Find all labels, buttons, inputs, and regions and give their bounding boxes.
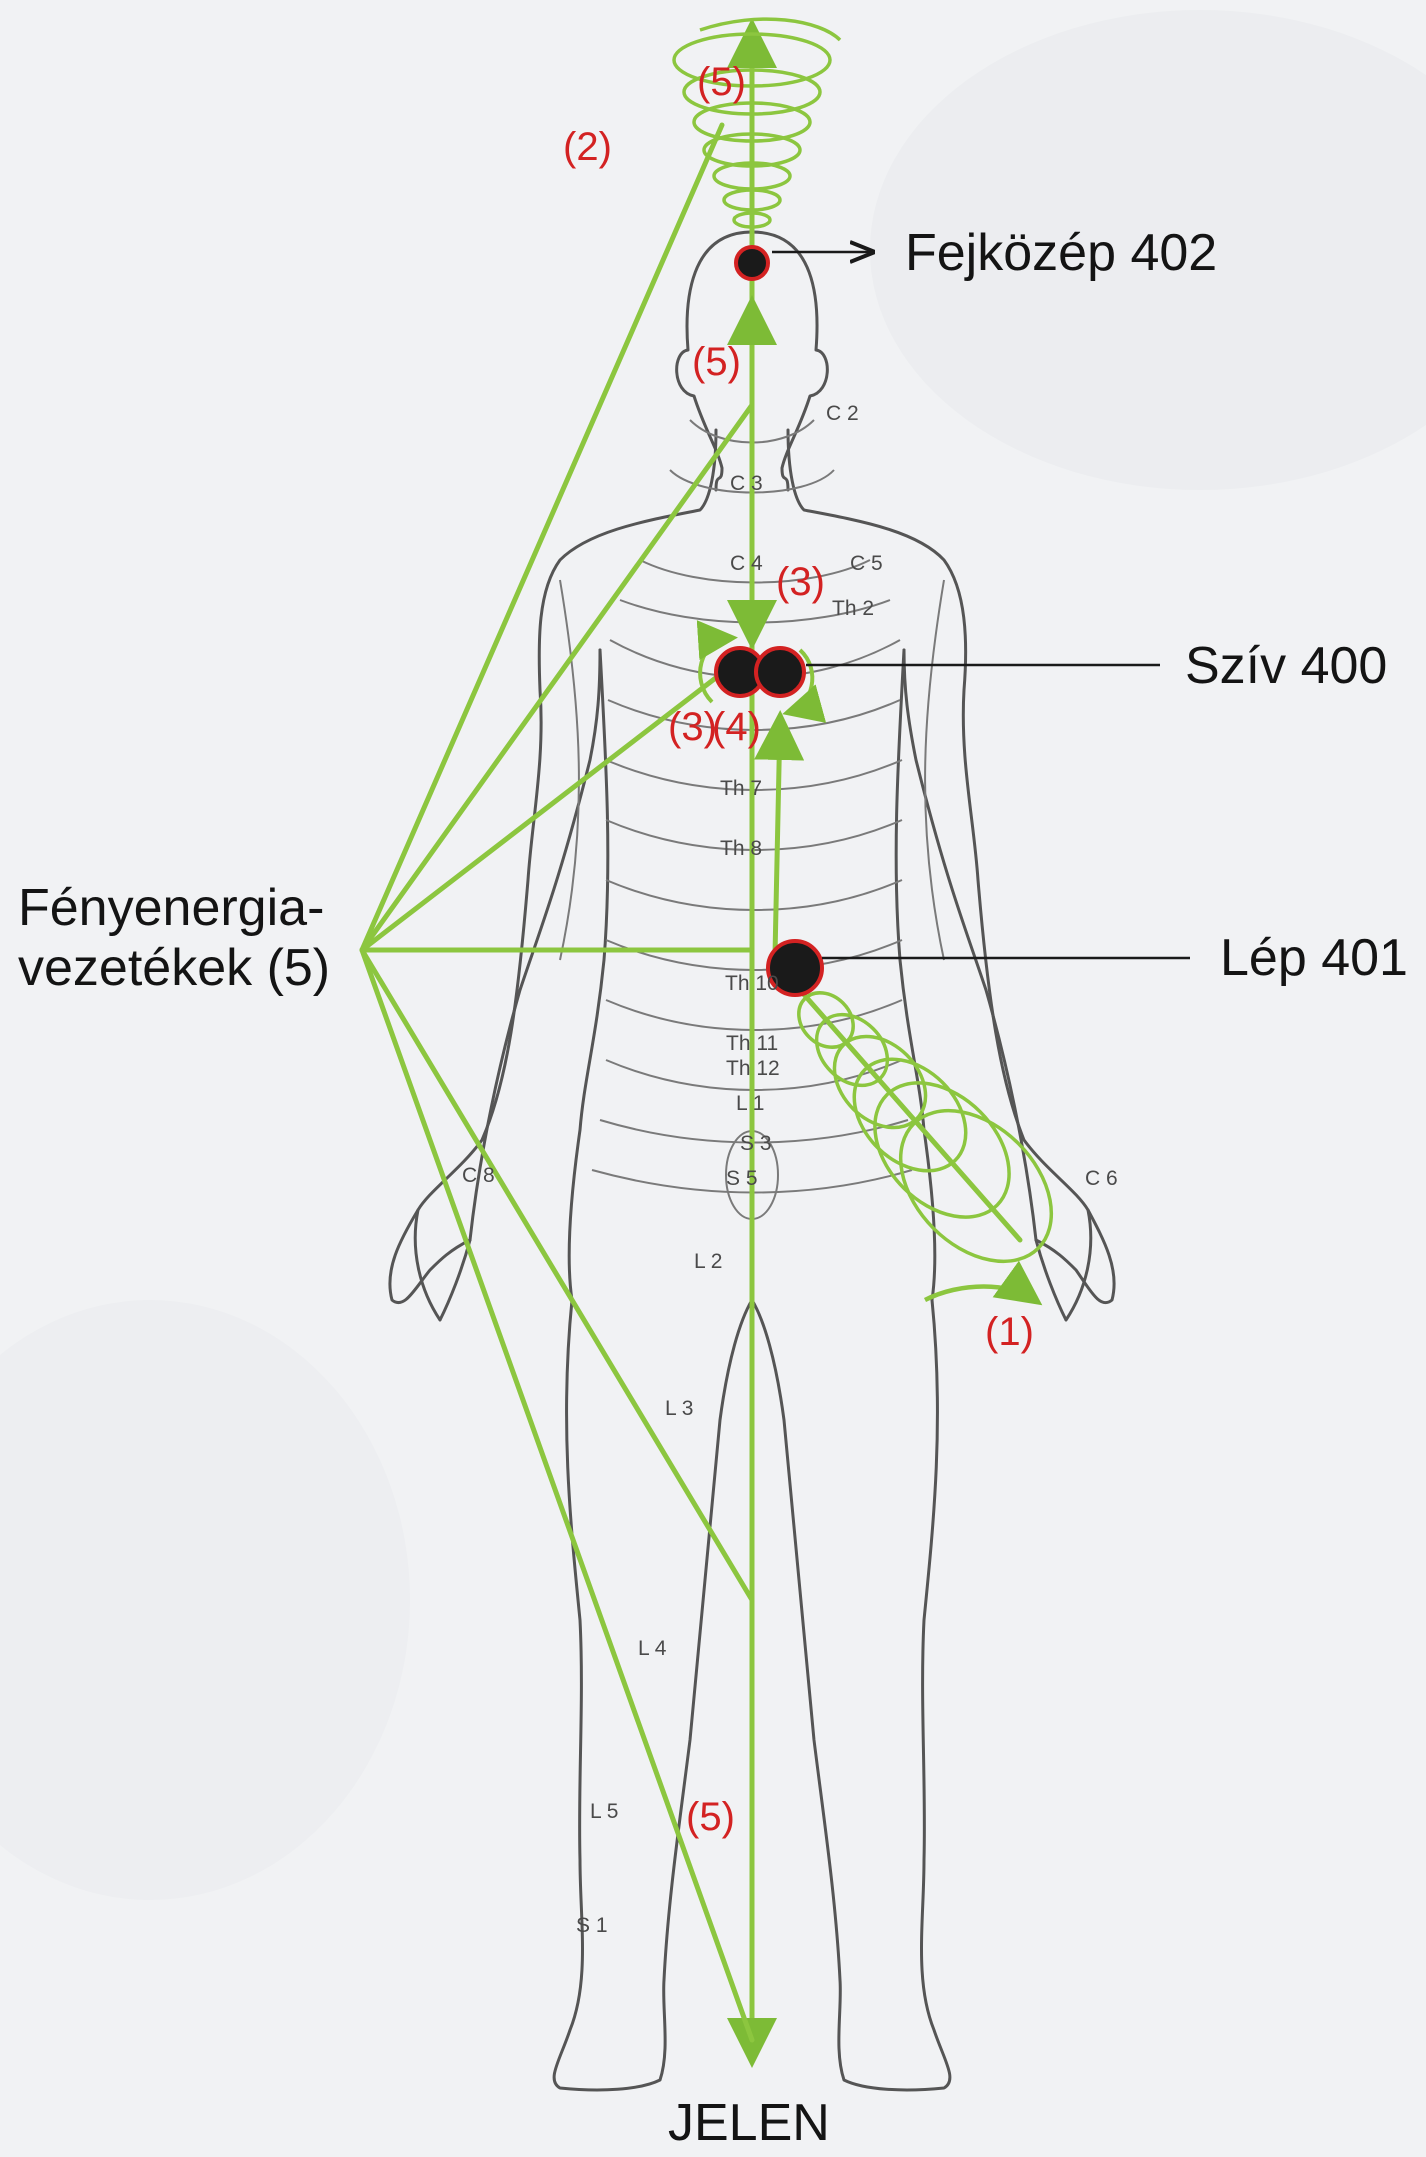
segment-label: S 3	[740, 1132, 772, 1155]
segment-label: L 4	[638, 1637, 667, 1660]
arm-left-inner	[470, 650, 600, 1240]
channels-label-line1: Fényenergia-	[18, 879, 324, 937]
segment-label: L 3	[665, 1397, 693, 1420]
leg-right-outer	[752, 1300, 950, 2090]
hand-right	[1036, 1210, 1091, 1320]
segment-label: Th 8	[720, 837, 762, 860]
channel-to-feet	[362, 950, 752, 2040]
segment-label: L 2	[694, 1250, 722, 1273]
marker-heart-left: (3)	[668, 705, 717, 749]
segment-label: Th 12	[726, 1057, 780, 1080]
marker-left-line: (2)	[563, 125, 612, 169]
segment-label: S 5	[726, 1167, 758, 1190]
segment-label: Th 11	[726, 1032, 778, 1055]
arm-right-inner	[904, 650, 1036, 1240]
segment-label: Th 10	[725, 972, 779, 995]
spleen-label: Lép 401	[1220, 929, 1408, 987]
torso-right	[788, 430, 1114, 1303]
marker-top-spiral: (5)	[697, 60, 746, 104]
leg-left-outer	[554, 1300, 752, 2090]
segment-label: L 5	[590, 1800, 618, 1823]
head-center-label: Fejközép 402	[905, 224, 1217, 282]
marker-hand: (1)	[985, 1310, 1034, 1354]
heart-point-right	[756, 648, 804, 696]
segment-label: C 6	[1085, 1167, 1118, 1190]
bottom-label: JELEN	[668, 2094, 830, 2152]
heart-label: Szív 400	[1185, 637, 1387, 695]
crown-spiral	[674, 19, 840, 227]
marker-head-axis: (5)	[692, 340, 741, 384]
segment-label: C 5	[850, 552, 883, 575]
segment-label: Th 2	[832, 597, 874, 620]
marker-heart-right: (4)	[712, 705, 761, 749]
marker-lower-axis: (5)	[686, 1795, 735, 1839]
segment-label: S 1	[576, 1914, 608, 1937]
channel-to-neck	[362, 405, 752, 950]
channels-label-line2: vezetékek (5)	[18, 939, 330, 997]
segment-labels: C 2 C 3 C 4 C 5 Th 2 Th 7 Th 8 Th 10 Th …	[462, 402, 1118, 1937]
segment-label: C 3	[730, 472, 763, 495]
channel-to-crown	[362, 125, 722, 950]
segment-label: C 4	[730, 552, 763, 575]
head-center-point	[736, 247, 768, 279]
marker-heart-top: (3)	[776, 560, 825, 604]
segment-label: Th 7	[720, 777, 762, 800]
segment-label: L 1	[736, 1092, 764, 1115]
segment-label: C 8	[462, 1164, 495, 1187]
segment-label: C 2	[826, 402, 859, 425]
